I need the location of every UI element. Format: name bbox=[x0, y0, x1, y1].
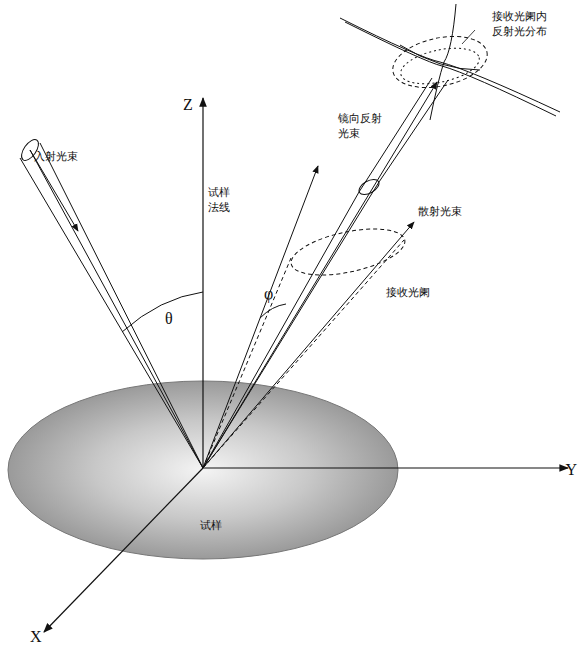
angle-symbol: φ bbox=[264, 283, 273, 305]
callout-note: 接收光阑内 反射光分布 bbox=[492, 10, 554, 40]
axis-label: X bbox=[30, 626, 42, 648]
scattered-beams bbox=[203, 166, 414, 468]
normal-label: 试样 法线 bbox=[208, 186, 234, 216]
specular-beam bbox=[203, 78, 448, 468]
incident-beam bbox=[18, 137, 203, 468]
beam-label: 入射光束 bbox=[34, 150, 78, 165]
aperture-label: 接收光阑 bbox=[386, 286, 430, 301]
receiving-aperture bbox=[203, 220, 409, 468]
z-axis bbox=[202, 98, 203, 468]
leader-line bbox=[462, 30, 475, 44]
reflection-distribution bbox=[340, 4, 560, 120]
angle-symbol: θ bbox=[165, 308, 173, 330]
phi-arc bbox=[260, 304, 286, 318]
theta-arc bbox=[122, 292, 203, 332]
sample-label: 试样 bbox=[198, 518, 224, 533]
axis-label: Z bbox=[183, 94, 193, 116]
beam-label: 镜向反射 光束 bbox=[338, 112, 386, 142]
beam-label: 散射光束 bbox=[418, 205, 462, 220]
y-axis bbox=[203, 467, 568, 468]
axis-label: Y bbox=[565, 459, 577, 481]
x-axis bbox=[44, 468, 203, 632]
